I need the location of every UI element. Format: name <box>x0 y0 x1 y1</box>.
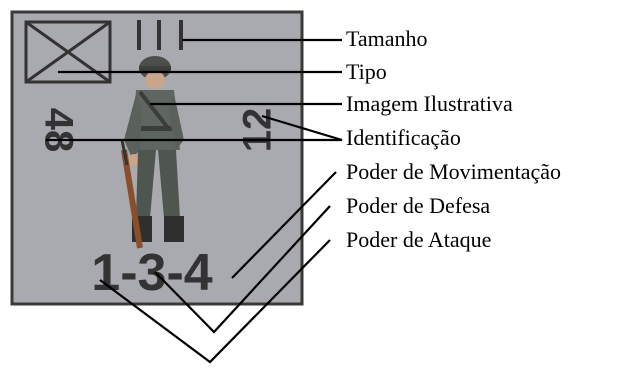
left-id: 48 <box>36 108 80 153</box>
leader-lines <box>46 38 343 364</box>
label-size: Tamanho <box>346 26 428 51</box>
labels: Tamanho Tipo Imagem Ilustrativa Identifi… <box>346 26 561 252</box>
label-attack: Poder de Ataque <box>346 227 491 252</box>
label-identification: Identificação <box>346 125 461 150</box>
size-marker <box>137 20 183 50</box>
label-type: Tipo <box>346 59 387 84</box>
label-defense: Poder de Defesa <box>346 193 490 218</box>
label-image: Imagem Ilustrativa <box>346 91 513 116</box>
stats-value: 1-3-4 <box>91 244 212 302</box>
soldier-illustration <box>120 56 184 249</box>
label-movement: Poder de Movimentação <box>346 159 561 184</box>
right-id: 12 <box>236 108 280 153</box>
